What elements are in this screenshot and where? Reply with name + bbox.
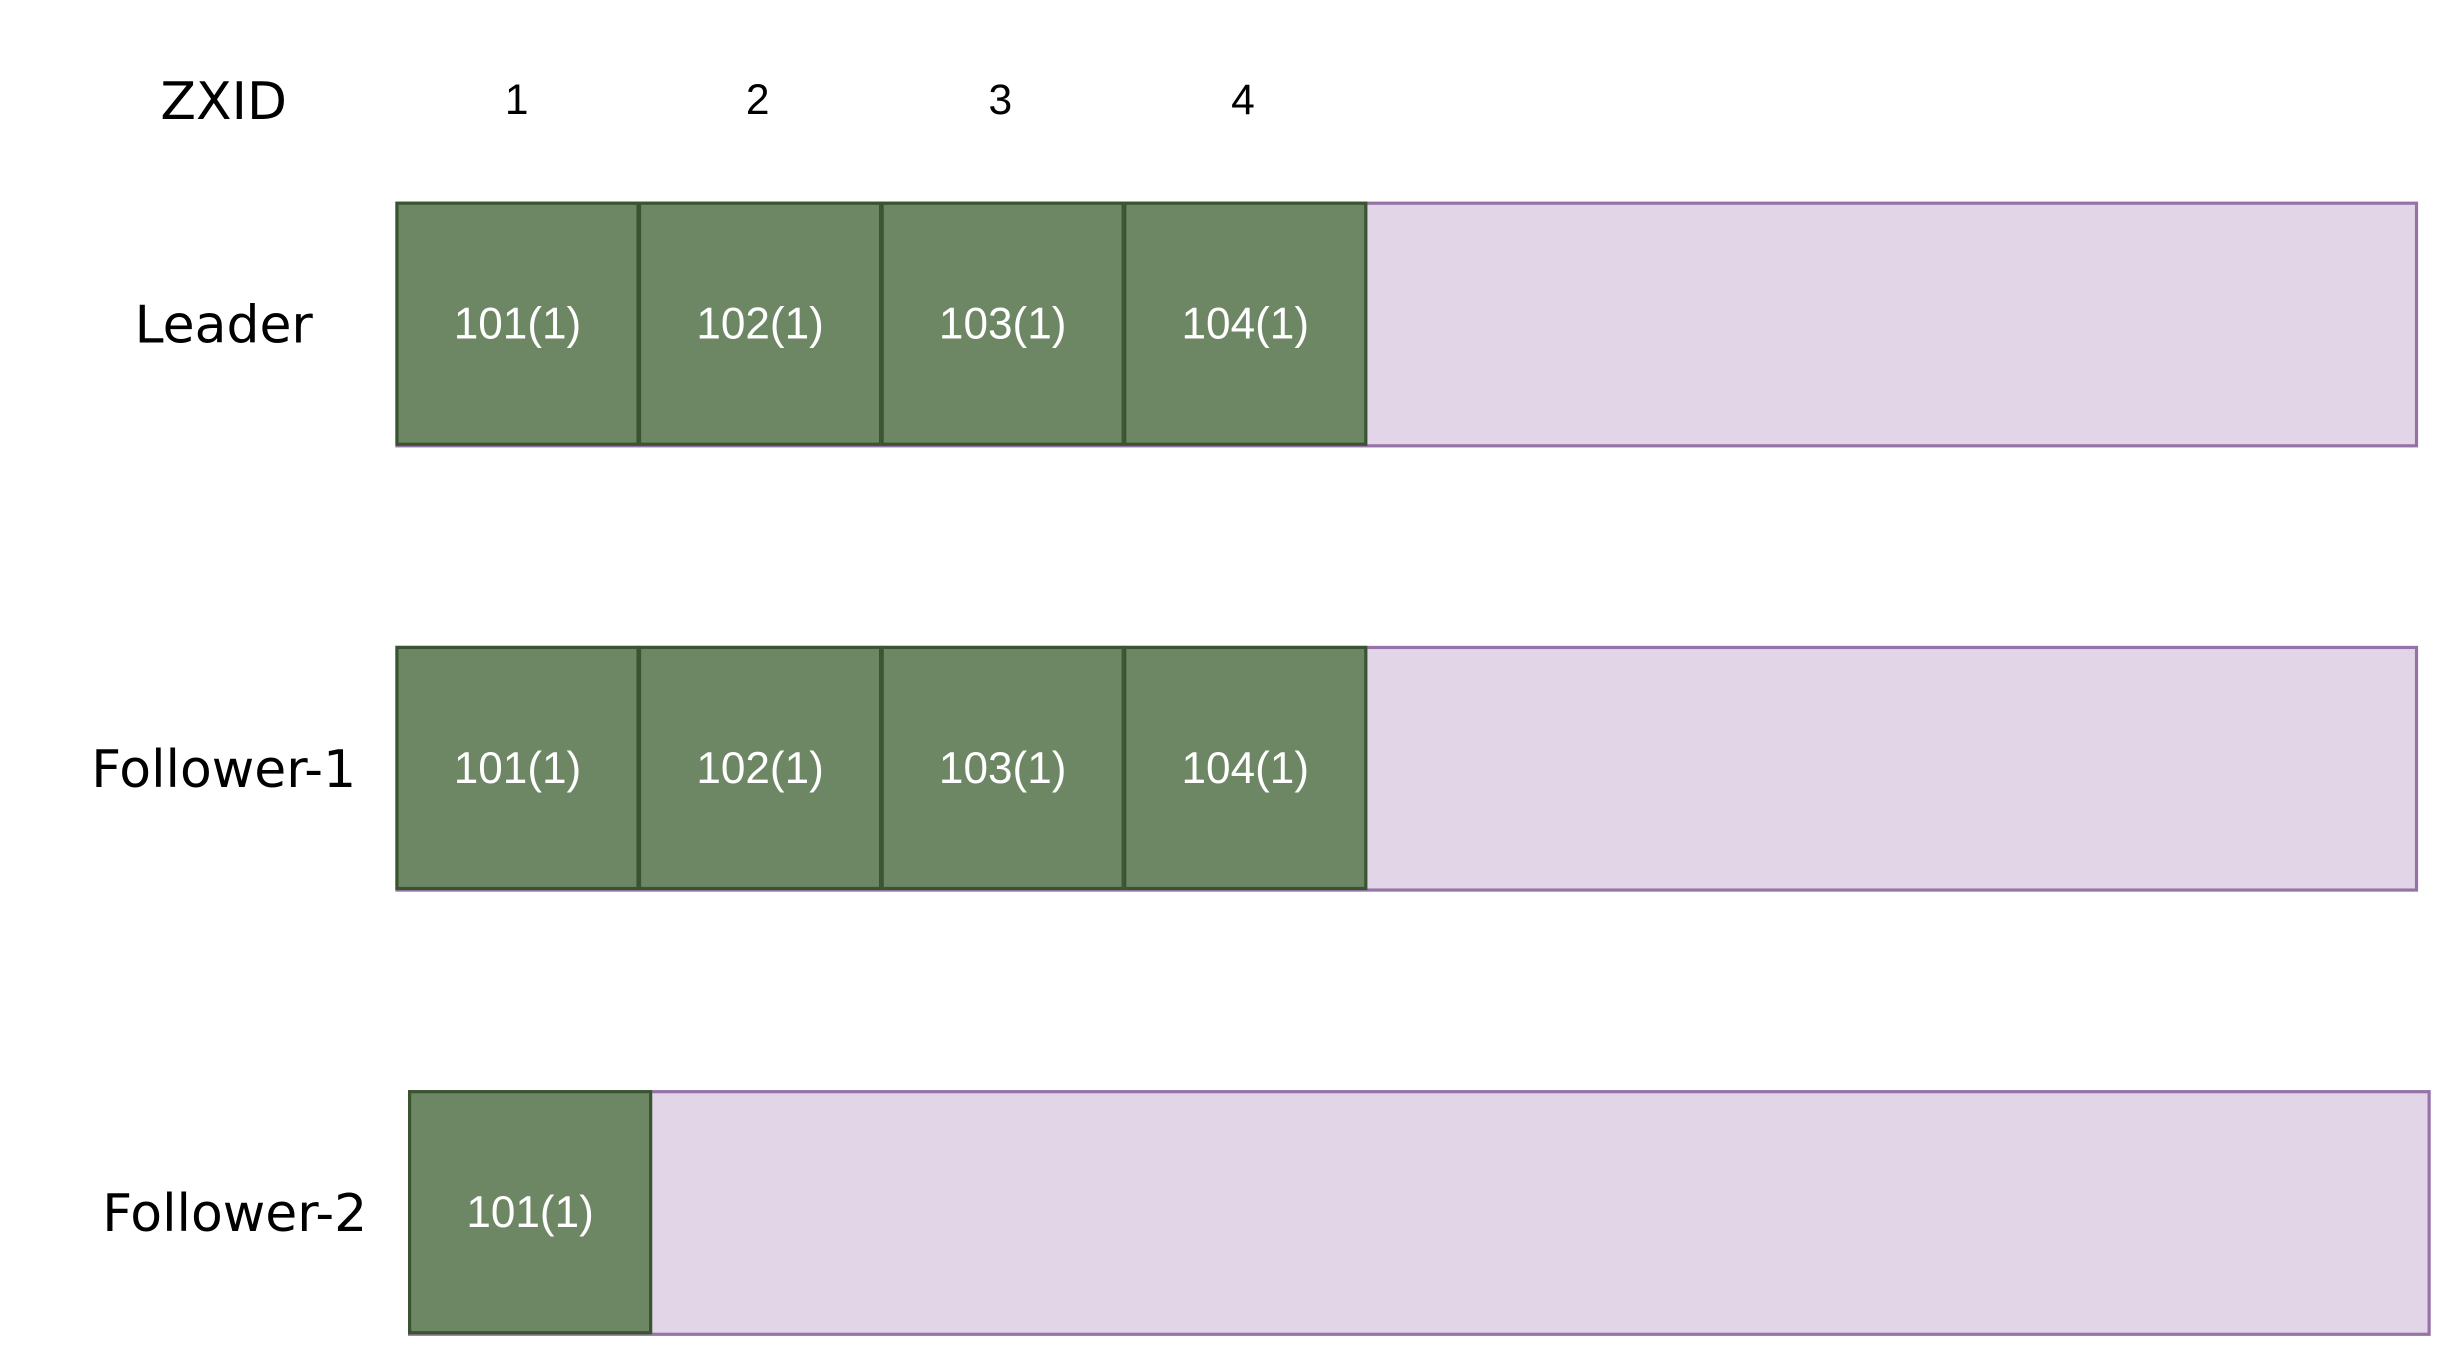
log-bar-follower-1: 101(1) 102(1) 103(1) 104(1) — [395, 645, 2419, 892]
log-entry: 103(1) — [880, 645, 1125, 891]
zxid-number-1: 1 — [504, 76, 529, 124]
log-entry: 102(1) — [637, 201, 883, 446]
zxid-number-2: 2 — [745, 76, 770, 124]
log-entry: 101(1) — [395, 201, 640, 446]
log-entry: 104(1) — [1123, 201, 1368, 446]
log-entry: 101(1) — [408, 1090, 653, 1335]
log-bar-leader: 101(1) 102(1) 103(1) 104(1) — [395, 201, 2419, 448]
log-entry: 102(1) — [637, 645, 883, 891]
zxid-number-4: 4 — [1231, 76, 1255, 124]
zxid-header-label: ZXID — [160, 70, 287, 132]
row-label-leader: Leader — [134, 293, 313, 356]
log-entry: 101(1) — [395, 645, 640, 891]
log-entry: 103(1) — [880, 201, 1125, 446]
log-entry: 104(1) — [1123, 645, 1368, 891]
row-label-follower-2: Follower-2 — [102, 1182, 368, 1244]
zxid-number-3: 3 — [988, 76, 1013, 124]
log-bar-follower-2: 101(1) — [408, 1090, 2431, 1336]
row-label-follower-1: Follower-1 — [91, 738, 357, 800]
